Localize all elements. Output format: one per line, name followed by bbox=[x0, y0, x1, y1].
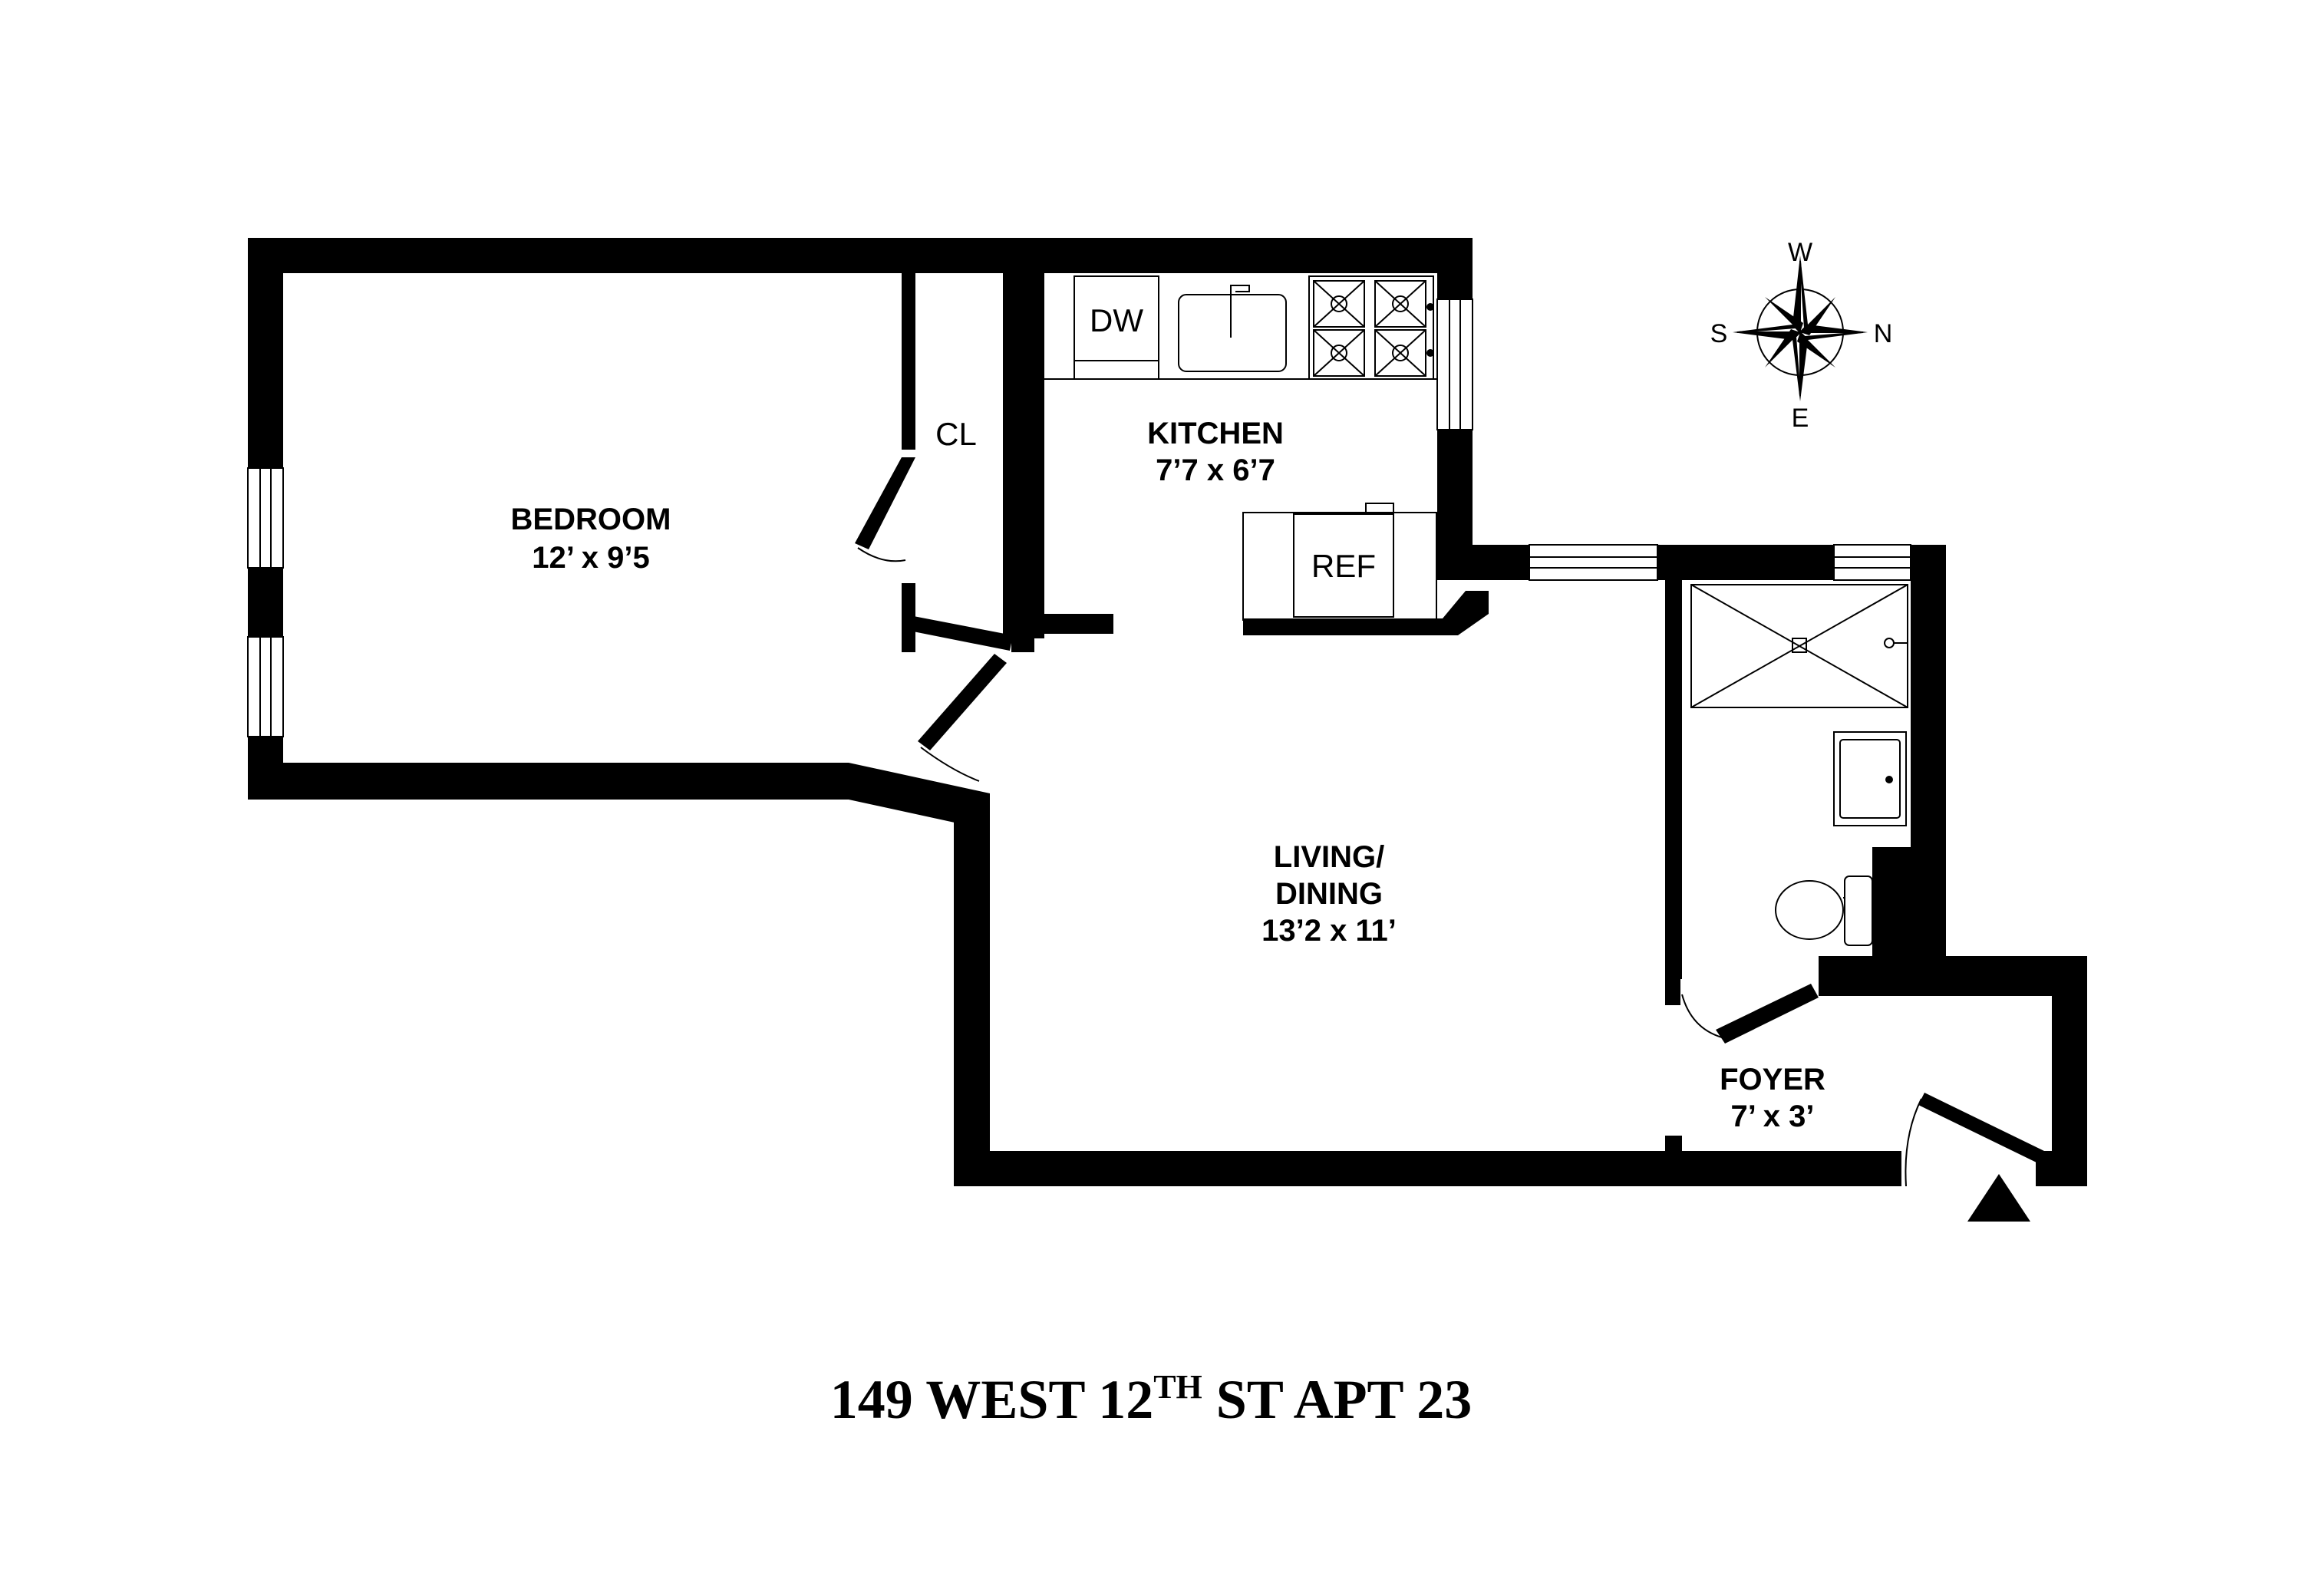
bath-window bbox=[1833, 544, 1911, 581]
shower-head-icon bbox=[1884, 638, 1895, 648]
bedroom-door-swing bbox=[920, 747, 980, 782]
plan-title-main: 149 WEST 12 bbox=[830, 1369, 1154, 1430]
living-window bbox=[1529, 544, 1658, 581]
toilet bbox=[1775, 875, 1873, 946]
bath-door-swing bbox=[1681, 994, 1723, 1038]
foyer-name: FOYER bbox=[1720, 1063, 1825, 1096]
kitchen-counter bbox=[1242, 512, 1437, 621]
living-name-line1: LIVING/ bbox=[1274, 840, 1384, 874]
windows bbox=[247, 298, 1911, 737]
shower-drain bbox=[1792, 638, 1807, 653]
walls bbox=[248, 238, 2087, 1186]
bedroom-window-lower bbox=[247, 636, 284, 737]
plan-title: 149 WEST 12TH ST APT 23 bbox=[830, 1368, 1473, 1430]
kitchen-sink bbox=[1178, 294, 1287, 372]
bedroom-window-upper bbox=[247, 467, 284, 569]
bath-fixtures bbox=[1690, 584, 1908, 946]
plan-title-rest: ST APT 23 bbox=[1202, 1369, 1473, 1430]
closet-label: CL bbox=[935, 416, 977, 452]
entry-arrow-icon bbox=[1967, 1174, 2030, 1222]
faucet-icon bbox=[1230, 285, 1250, 338]
bath-sink bbox=[1833, 731, 1907, 826]
compass-west-label: W bbox=[1788, 238, 1812, 267]
closet-door-swing bbox=[857, 547, 906, 562]
living-dimensions: 13’2 x 11’ bbox=[1261, 914, 1397, 948]
entry-door-swing bbox=[1905, 1098, 1922, 1187]
kitchen-name: KITCHEN bbox=[1147, 417, 1284, 450]
door-swings bbox=[857, 547, 2044, 1187]
compass-north-label: N bbox=[1874, 319, 1893, 348]
shower bbox=[1690, 584, 1908, 708]
plan-title-superscript: TH bbox=[1153, 1368, 1202, 1406]
bedroom-name: BEDROOM bbox=[511, 503, 671, 536]
room-labels: BEDROOM 12’ x 9’5 CL KITCHEN 7’7 x 6’7 L… bbox=[511, 416, 1825, 1133]
compass-east-label: E bbox=[1792, 404, 1809, 433]
refrigerator bbox=[1293, 513, 1394, 618]
kitchen-dimensions: 7’7 x 6’7 bbox=[1156, 453, 1275, 487]
compass: W E S N bbox=[1710, 238, 1893, 433]
compass-south-label: S bbox=[1710, 319, 1728, 348]
living-name-line2: DINING bbox=[1275, 877, 1383, 911]
range bbox=[1308, 275, 1434, 380]
dishwasher bbox=[1073, 275, 1159, 380]
kitchen-window bbox=[1436, 298, 1473, 430]
kitchen-fixtures: DW REF bbox=[1044, 275, 1437, 621]
foyer-dimensions: 7’ x 3’ bbox=[1731, 1100, 1815, 1133]
dishwasher-label: DW bbox=[1090, 302, 1143, 338]
refrigerator-label: REF bbox=[1311, 548, 1376, 584]
entry-door bbox=[1918, 1093, 2044, 1163]
bedroom-dimensions: 12’ x 9’5 bbox=[532, 541, 649, 575]
